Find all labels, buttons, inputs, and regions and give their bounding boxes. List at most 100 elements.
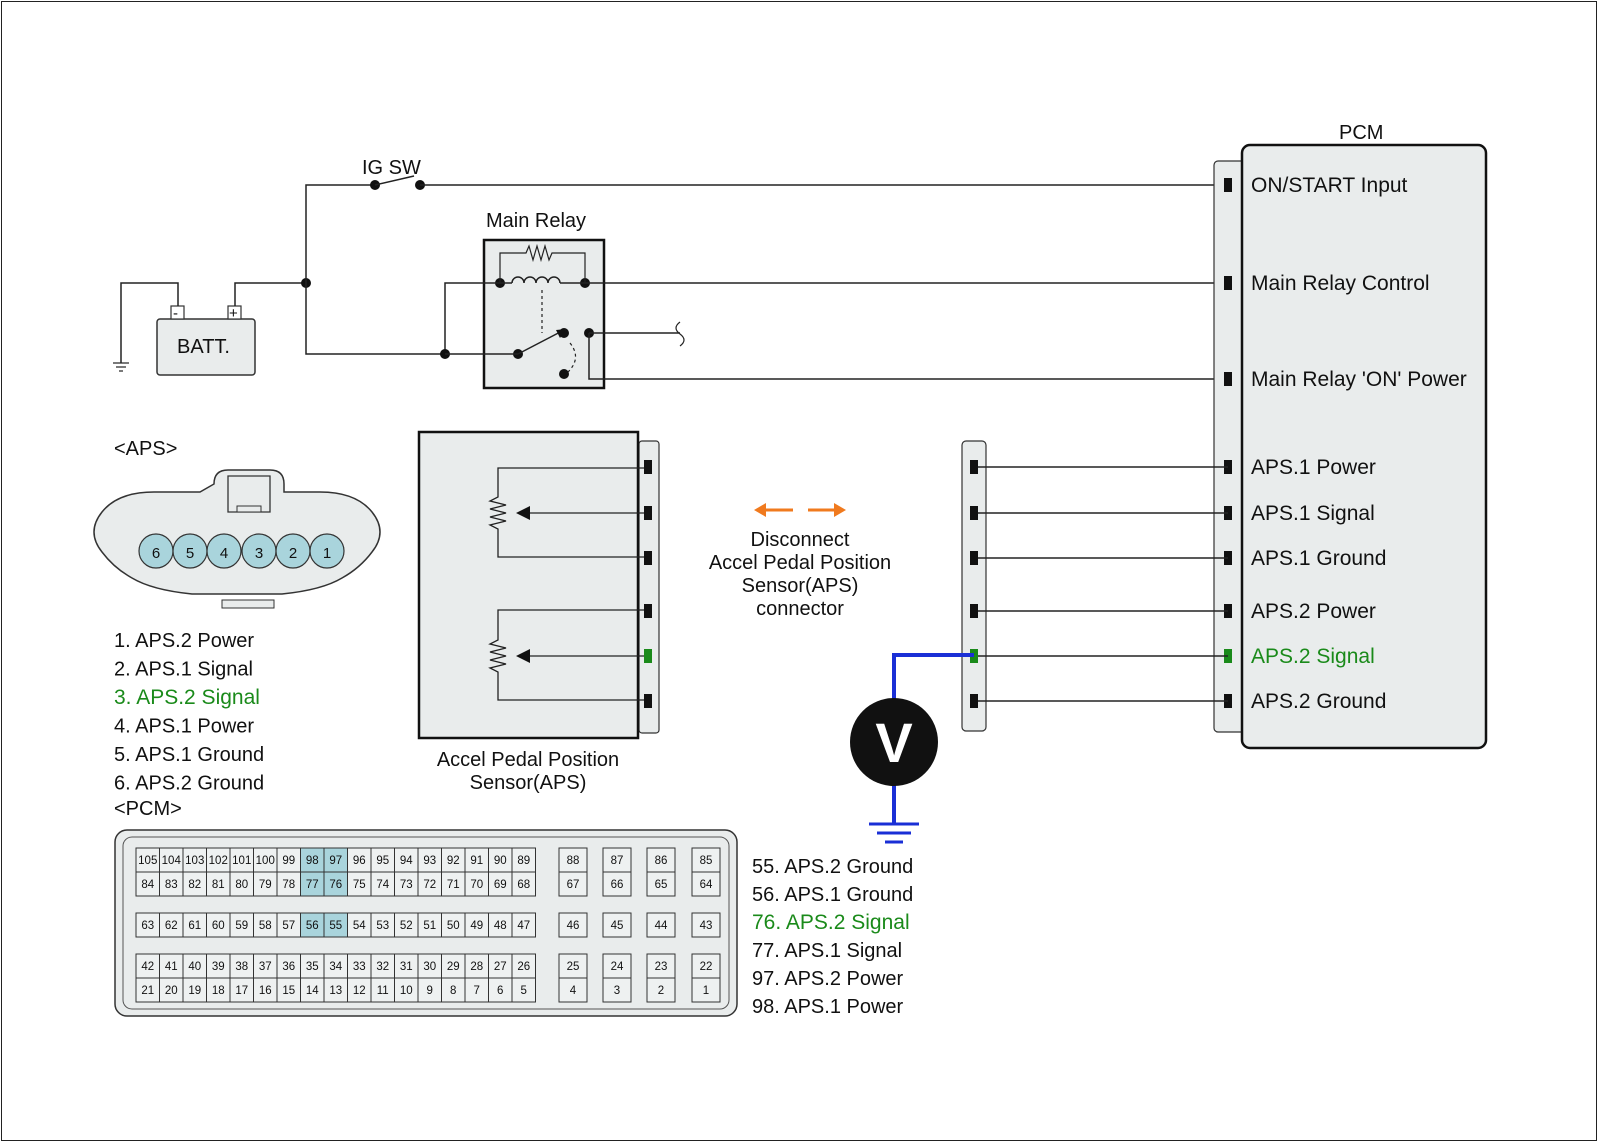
- sensor-pin: [644, 649, 652, 663]
- meter-probe-wire: [892, 653, 974, 705]
- pcm-pin-number: 75: [353, 879, 366, 891]
- pcm-pin-25: [558, 953, 588, 979]
- pcm-pin-number: 39: [212, 961, 225, 973]
- pcm-pin-number: 23: [655, 961, 668, 973]
- pcm-pin-number: 86: [655, 855, 668, 867]
- pcm-pin-number: 85: [700, 855, 713, 867]
- pcm-pin-number: 99: [282, 855, 295, 867]
- pcm-pin-number: 34: [329, 961, 342, 973]
- battery: BATT. - +: [156, 305, 256, 376]
- pcm-pin-number: 36: [282, 961, 295, 973]
- pcm-pin-number: 71: [447, 879, 460, 891]
- harness-pin: [970, 551, 978, 565]
- pcm-pin-number: 84: [141, 879, 154, 891]
- pcm-pin-47: [511, 912, 536, 938]
- pcm-pin-number: 74: [376, 879, 389, 891]
- harness-connector: [961, 440, 987, 732]
- pcm-pin-number: 105: [138, 855, 157, 867]
- aps-pin-4: [206, 533, 242, 569]
- pcm-connector-title: <PCM>: [114, 798, 182, 820]
- pcm-pin-66: [602, 871, 632, 897]
- pcm-pin-number: 52: [400, 920, 413, 932]
- pcm-pin-number: 14: [306, 985, 319, 997]
- accel-pedal-position-sensor: Accel Pedal Position Sensor(APS): [417, 430, 660, 794]
- instruction-line-4: connector: [756, 598, 844, 620]
- pcm-pin-number: 90: [494, 855, 507, 867]
- pcm-pin-number: 80: [235, 879, 248, 891]
- pcm-pin-3: [602, 977, 632, 1003]
- pcm-pin-number: 37: [259, 961, 272, 973]
- pcm-pin-number: 13: [329, 985, 342, 997]
- sensor-pin: [644, 460, 652, 474]
- pcm-pin-86: [646, 847, 676, 873]
- pcm-pin-64: [691, 871, 721, 897]
- pcm-pin-number: 47: [517, 920, 530, 932]
- pcm-pin-number: 98: [306, 855, 319, 867]
- pcm-pin-number: 55: [329, 920, 342, 932]
- pcm-pin-number: 4: [570, 985, 577, 997]
- pcm-pin-number: 67: [567, 879, 580, 891]
- pcm-pin-number: 32: [376, 961, 389, 973]
- pcm-legend-item: 55. APS.2 Ground: [752, 856, 913, 878]
- aps-legend-item: 4. APS.1 Power: [114, 716, 254, 738]
- pcm-pin-number: 15: [282, 985, 295, 997]
- pcm-terminal-label-aps-1-power: APS.1 Power: [1251, 456, 1376, 479]
- sensor-pin: [644, 551, 652, 565]
- ignition-switch: IG SW: [362, 157, 425, 190]
- pcm-pin-number: 2: [658, 985, 664, 997]
- harness-pin: [970, 506, 978, 520]
- pcm-terminal-label-aps-2-power: APS.2 Power: [1251, 600, 1376, 623]
- pcm-terminal-label-aps-2-ground: APS.2 Ground: [1251, 690, 1386, 713]
- pcm-terminal-pin-main-relay-control: [1224, 276, 1232, 290]
- pcm-pin-number: 42: [141, 961, 154, 973]
- pcm-pin-number: 3: [614, 985, 620, 997]
- pcm-pin-number: 22: [700, 961, 713, 973]
- pcm-pin-43: [691, 912, 721, 938]
- pcm-pin-number: 92: [447, 855, 460, 867]
- pcm-pin-number: 45: [611, 920, 624, 932]
- disconnect-arrows-icon: [754, 503, 846, 517]
- pcm-terminal-label-aps-1-ground: APS.1 Ground: [1251, 547, 1386, 570]
- pcm-pin-number: 46: [567, 920, 580, 932]
- pcm-pin-number: 54: [353, 920, 366, 932]
- pcm-title: PCM: [1339, 122, 1383, 144]
- pcm-pin-number: 62: [165, 920, 178, 932]
- pcm-pin-number: 1: [703, 985, 709, 997]
- pcm-pin-number: 11: [377, 985, 389, 997]
- pcm-pin-number: 8: [450, 985, 456, 997]
- pcm-pin-1: [691, 977, 721, 1003]
- pcm-pin-number: 26: [517, 961, 530, 973]
- aps-legend-item: 1. APS.2 Power: [114, 630, 254, 652]
- pcm-pin-number: 38: [235, 961, 248, 973]
- pcm-pin-number: 44: [655, 920, 668, 932]
- pcm-pin-number: 104: [162, 855, 182, 867]
- instruction-line-2: Accel Pedal Position: [709, 552, 891, 574]
- aps-pin-number: 1: [323, 545, 331, 562]
- aps-connector-title: <APS>: [114, 438, 177, 460]
- pcm-pin-number: 50: [447, 920, 460, 932]
- pcm-pin-number: 30: [423, 961, 436, 973]
- sensor-label-line2: Sensor(APS): [470, 772, 587, 794]
- ignition-switch-label: IG SW: [362, 157, 421, 179]
- pcm-pin-number: 89: [517, 855, 530, 867]
- sensor-label-line1: Accel Pedal Position: [437, 749, 619, 771]
- aps-pin-number: 5: [186, 545, 194, 562]
- pcm-pin-number: 94: [400, 855, 413, 867]
- pcm-terminal-pin-main-relay-on-power: [1224, 372, 1232, 386]
- pcm-legend-item: 77. APS.1 Signal: [752, 940, 902, 962]
- aps-pin-number: 6: [152, 545, 160, 562]
- battery-plus: +: [229, 305, 238, 322]
- sensor-pin: [644, 694, 652, 708]
- sensor-pin: [644, 604, 652, 618]
- pcm-legend-item: 76. APS.2 Signal: [752, 911, 910, 934]
- pcm-pin-number: 73: [400, 879, 413, 891]
- pcm-pin-45: [602, 912, 632, 938]
- aps-legend-item: 3. APS.2 Signal: [114, 686, 260, 709]
- pcm-pin-number: 57: [282, 920, 295, 932]
- aps-pin-number: 4: [220, 545, 228, 562]
- pcm-pin-number: 103: [185, 855, 204, 867]
- pcm-legend-item: 56. APS.1 Ground: [752, 884, 913, 906]
- aps-legend-item: 6. APS.2 Ground: [114, 773, 264, 795]
- pcm-pin-number: 102: [209, 855, 228, 867]
